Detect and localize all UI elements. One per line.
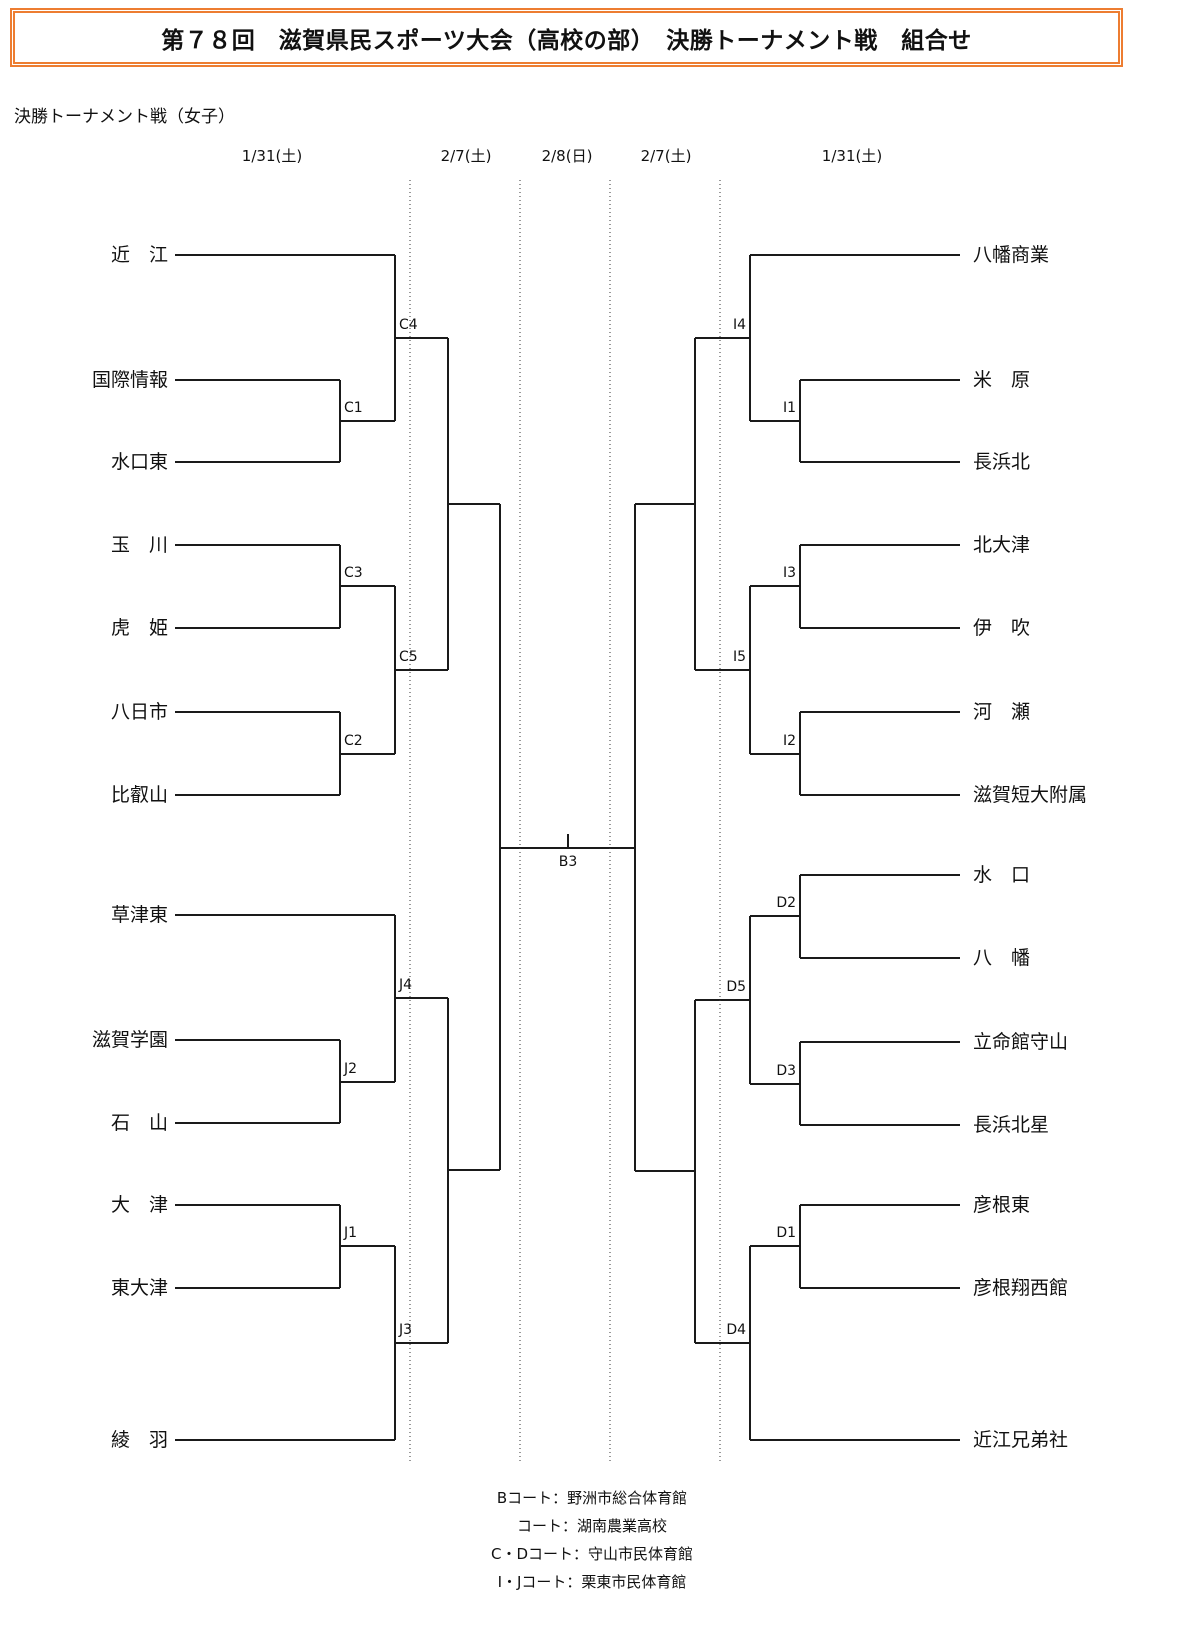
- team-name: 八日市: [110, 701, 168, 723]
- title-banner: 第７８回 滋賀県民スポーツ大会（高校の部） 決勝トーナメント戦 組合せ: [10, 8, 1123, 67]
- team-name: 長浜北星: [973, 1114, 1050, 1136]
- team-name: 伊 吹: [973, 617, 1031, 639]
- match-code-label: J3: [399, 1322, 413, 1338]
- match-code-label: C5: [399, 649, 418, 665]
- team-name: 八 幡: [973, 947, 1031, 969]
- team-name: 比叡山: [110, 784, 168, 806]
- venue-line: Bコート：野洲市総合体育館: [496, 1489, 688, 1507]
- match-code-label: I1: [782, 400, 796, 416]
- match-code-label: J4: [399, 977, 413, 993]
- match-code-label: C3: [344, 565, 363, 581]
- venue-line: コート：湖南農業高校: [516, 1517, 667, 1535]
- team-name: 八幡商業: [973, 244, 1050, 266]
- team-name: 水 口: [973, 864, 1031, 886]
- team-name: 滋賀短大附属: [973, 784, 1088, 806]
- team-name: 北大津: [973, 534, 1031, 556]
- venue-line: C・Dコート：守山市民体育館: [490, 1545, 694, 1563]
- team-name: 米 原: [973, 369, 1031, 391]
- venues-footer: Bコート：野洲市総合体育館コート：湖南農業高校 C・Dコート：守山市民体育館 I・J…: [0, 1484, 1184, 1596]
- match-code-label: D2: [776, 895, 796, 911]
- bracket-section-title: 決勝トーナメント戦（女子）: [14, 107, 235, 127]
- match-code-label: I4: [732, 317, 746, 333]
- match-code-label: D4: [726, 1322, 746, 1338]
- team-name: 大 津: [110, 1194, 168, 1216]
- team-name: 草津東: [110, 904, 168, 926]
- team-name: 立命館守山: [973, 1031, 1069, 1053]
- round-date-label: 2/8(日): [541, 147, 593, 165]
- final-match-code: B3: [558, 854, 578, 870]
- team-name: 国際情報: [91, 369, 168, 391]
- match-code-label: D5: [726, 979, 746, 995]
- team-name: 東大津: [110, 1277, 168, 1299]
- team-name: 近江兄弟社: [973, 1429, 1069, 1451]
- team-name: 彦根東: [973, 1194, 1031, 1216]
- match-code-label: J1: [344, 1225, 358, 1241]
- team-name: 綾 羽: [110, 1429, 168, 1451]
- team-name: 彦根翔西館: [973, 1277, 1069, 1299]
- match-code-label: D3: [776, 1063, 796, 1079]
- venue-line: I・Jコート：栗東市民体育館: [497, 1573, 687, 1591]
- team-name: 近 江: [110, 244, 168, 266]
- team-name: 水口東: [110, 451, 168, 473]
- match-code-label: I2: [782, 733, 796, 749]
- team-name: 玉 川: [110, 534, 168, 556]
- round-date-label: 1/31(土): [241, 147, 303, 165]
- match-code-label: C1: [344, 400, 363, 416]
- match-code-label: D1: [776, 1225, 796, 1241]
- team-name: 河 瀬: [973, 701, 1031, 723]
- round-date-label: 2/7(土): [640, 147, 692, 165]
- page-title: 第７８回 滋賀県民スポーツ大会（高校の部） 決勝トーナメント戦 組合せ: [161, 27, 972, 54]
- round-date-label: 2/7(土): [440, 147, 492, 165]
- team-name: 長浜北: [973, 451, 1031, 473]
- match-code-label: C2: [344, 733, 363, 749]
- match-code-label: J2: [344, 1061, 358, 1077]
- match-code-label: I5: [732, 649, 746, 665]
- round-date-label: 1/31(土): [821, 147, 883, 165]
- team-name: 虎 姫: [110, 617, 168, 639]
- match-code-label: C4: [399, 317, 418, 333]
- team-name: 石 山: [110, 1112, 168, 1134]
- team-name: 滋賀学園: [91, 1029, 168, 1051]
- match-code-label: I3: [782, 565, 796, 581]
